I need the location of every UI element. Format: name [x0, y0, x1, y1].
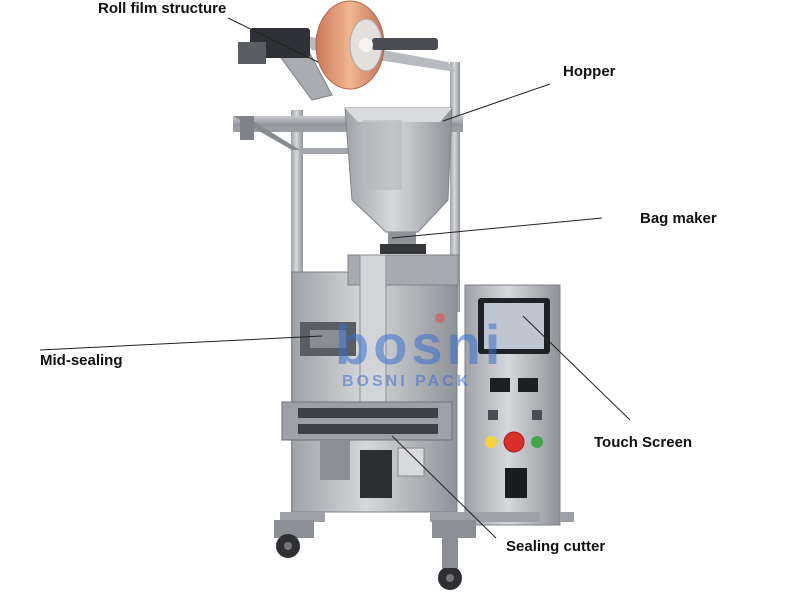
leader-roll-film	[227, 17, 319, 63]
leader-mid-sealing	[39, 335, 323, 351]
roll-film-assembly	[238, 0, 438, 90]
leader-touch-screen	[522, 315, 631, 421]
leader-bag-maker	[391, 217, 603, 239]
main-cabinet	[281, 254, 459, 513]
label-sealing-cutter: Sealing cutter	[506, 538, 606, 555]
leader-sealing-cutter	[391, 435, 497, 539]
brand-watermark: bosni BOSNI PACK	[335, 313, 504, 390]
watermark-logo: bosni	[335, 313, 504, 376]
control-box	[464, 284, 561, 526]
leader-hopper	[442, 83, 551, 122]
label-hopper: Hopper	[563, 63, 616, 80]
label-bag-maker: Bag maker	[640, 210, 717, 227]
leader-lines	[39, 17, 631, 539]
watermark-brand: BOSNI PACK	[342, 373, 471, 390]
label-roll-film-structure: Roll film structure	[98, 0, 227, 17]
label-touch-screen: Touch Screen	[594, 434, 693, 451]
watermark-dot	[435, 313, 445, 323]
label-mid-sealing: Mid-sealing	[40, 352, 123, 369]
hopper	[344, 107, 453, 254]
base-frame	[274, 512, 574, 590]
